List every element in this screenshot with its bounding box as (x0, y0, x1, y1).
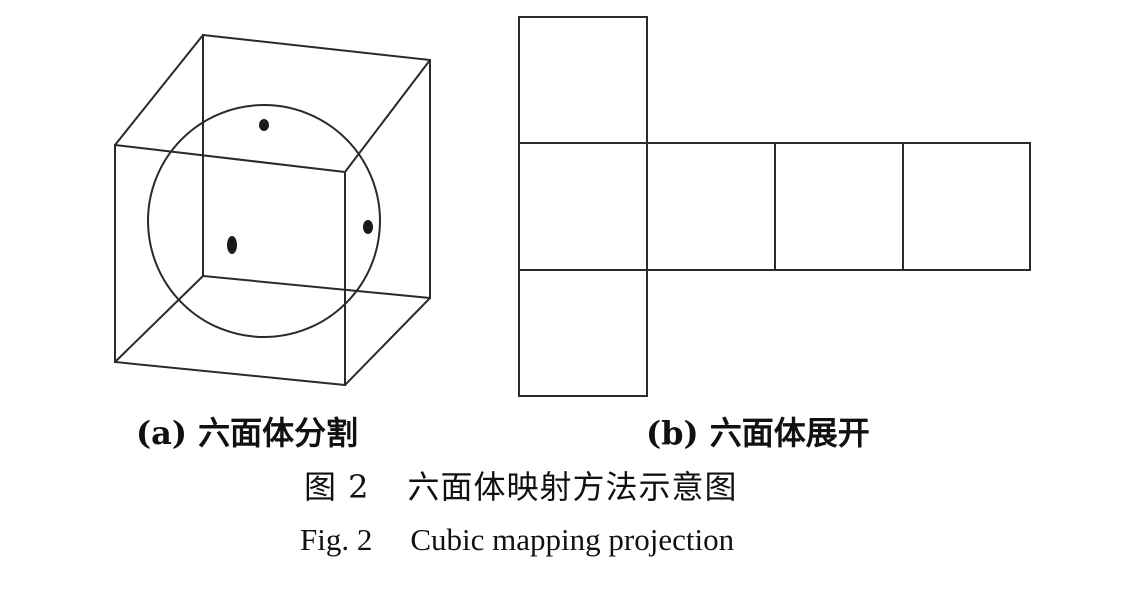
sphere-point-right (363, 220, 373, 234)
net-face-top (518, 16, 648, 144)
cube-net (518, 16, 1031, 397)
cube-edge-top-left (114, 34, 204, 146)
figure-caption-chinese: 图 2 六面体映射方法示意图 (304, 462, 738, 508)
cube-edge-bottom-left (114, 275, 204, 363)
cube-wireframe (114, 33, 431, 387)
subfigure-a-label: (a) 六面体分割 (136, 414, 359, 452)
figure-title-english: Cubic mapping projection (410, 522, 735, 557)
subfigure-b-label: (b) 六面体展开 (646, 414, 870, 452)
net-face-front (646, 142, 776, 271)
inscribed-sphere (147, 104, 381, 338)
net-face-back (902, 142, 1031, 271)
sphere-point-center (227, 236, 237, 254)
cube-front-face (114, 143, 346, 387)
cube-back-face (202, 33, 431, 300)
cube-edge-bottom-right (344, 297, 431, 386)
figure-caption-english: Fig. 2 Cubic mapping projection (300, 522, 734, 558)
sphere-points (227, 119, 373, 254)
net-face-left (518, 142, 648, 271)
cube-edge-top-right (344, 59, 431, 173)
net-face-right (774, 142, 904, 271)
figure-number-english: Fig. 2 (300, 522, 373, 557)
sphere-point-top (259, 119, 269, 131)
figure-title-chinese: 六面体映射方法示意图 (407, 468, 738, 506)
net-face-bottom (518, 269, 648, 397)
figure-number-chinese: 图 2 (304, 468, 370, 506)
